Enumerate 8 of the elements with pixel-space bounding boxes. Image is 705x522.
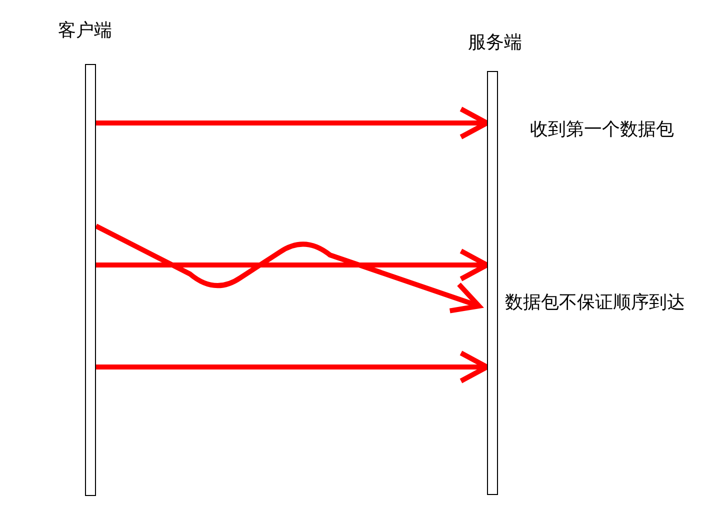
arrow	[96, 350, 490, 384]
lifeline-title: 服务端	[468, 31, 522, 54]
note-text: 数据包不保证顺序到达	[505, 291, 686, 314]
lifeline-title: 客户端	[58, 19, 112, 42]
arrow	[96, 248, 490, 282]
arrow	[94, 224, 482, 314]
note-text: 收到第一个数据包	[530, 118, 675, 141]
arrow	[96, 106, 490, 140]
